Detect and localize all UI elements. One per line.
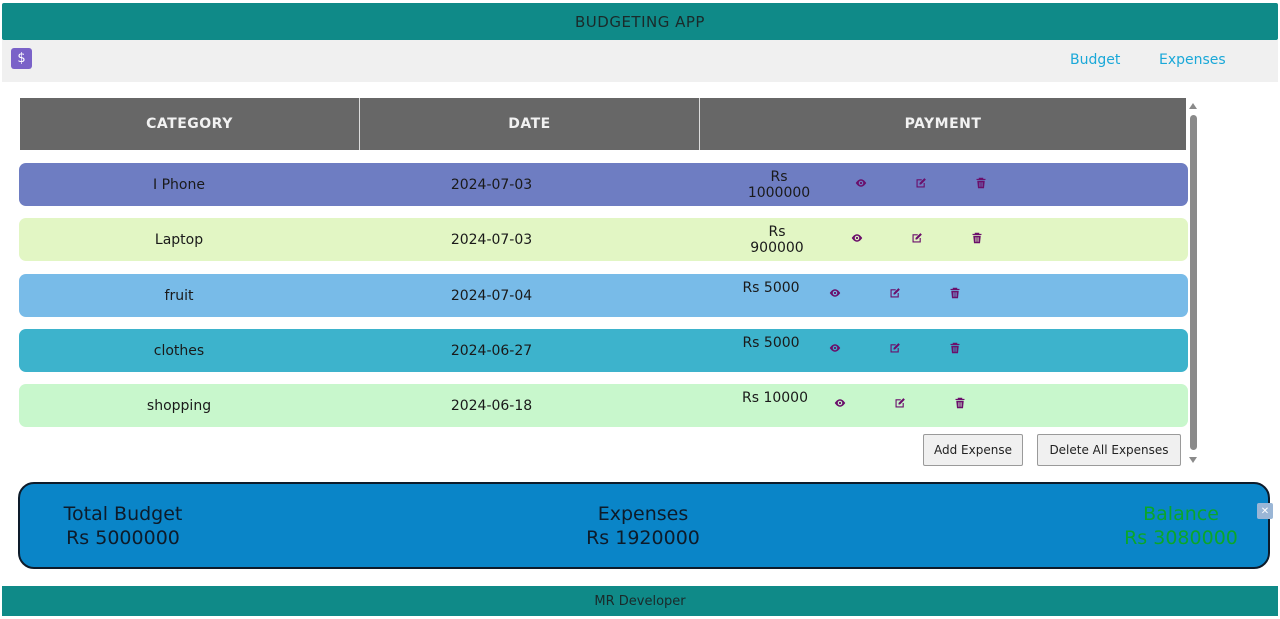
edit-icon[interactable] bbox=[888, 286, 902, 300]
expenses-total-block: Expenses Rs 1920000 bbox=[568, 502, 718, 550]
view-icon[interactable] bbox=[854, 176, 868, 190]
column-header-payment: PAYMENT bbox=[700, 98, 1186, 150]
balance-label: Balance bbox=[1143, 503, 1219, 525]
app-footer: MR Developer bbox=[2, 586, 1278, 616]
add-expense-button[interactable]: Add Expense bbox=[923, 434, 1023, 466]
column-header-category: CATEGORY bbox=[20, 98, 360, 150]
date-cell: 2024-07-03 bbox=[450, 176, 533, 193]
table-header: CATEGORY DATE PAYMENT bbox=[20, 98, 1186, 150]
view-icon[interactable] bbox=[850, 231, 864, 245]
amount-cell: Rs 900000 bbox=[750, 224, 804, 256]
total-budget-value: Rs 5000000 bbox=[66, 527, 180, 549]
scroll-up-arrow-icon[interactable] bbox=[1189, 103, 1197, 109]
edit-icon[interactable] bbox=[893, 396, 907, 410]
date-cell: 2024-07-03 bbox=[450, 231, 533, 248]
delete-icon[interactable] bbox=[970, 231, 984, 245]
category-cell: I Phone bbox=[153, 176, 205, 193]
image-placeholder-icon: ✕ bbox=[1257, 503, 1273, 519]
total-budget-block: Total Budget Rs 5000000 bbox=[38, 502, 208, 550]
table-row: Laptop 2024-07-03 Rs 900000 bbox=[19, 218, 1188, 261]
nav-link-expenses[interactable]: Expenses bbox=[1159, 52, 1226, 68]
view-icon[interactable] bbox=[828, 341, 842, 355]
summary-panel: Total Budget Rs 5000000 Expenses Rs 1920… bbox=[18, 482, 1270, 569]
delete-icon[interactable] bbox=[953, 396, 967, 410]
table-scrollbar[interactable] bbox=[1186, 97, 1202, 469]
column-header-date: DATE bbox=[360, 98, 700, 150]
amount-cell: Rs 10000 bbox=[741, 390, 808, 406]
view-icon[interactable] bbox=[828, 286, 842, 300]
category-cell: clothes bbox=[153, 342, 205, 359]
expenses-total-label: Expenses bbox=[597, 503, 689, 525]
footer-credit: MR Developer bbox=[594, 593, 686, 609]
table-row: fruit 2024-07-04 Rs 5000 bbox=[19, 274, 1188, 317]
balance-value: Rs 3080000 bbox=[1124, 527, 1238, 549]
scrollbar-thumb[interactable] bbox=[1190, 115, 1197, 450]
delete-all-expenses-button[interactable]: Delete All Expenses bbox=[1037, 434, 1181, 466]
category-cell: fruit bbox=[164, 287, 194, 304]
edit-icon[interactable] bbox=[910, 231, 924, 245]
view-icon[interactable] bbox=[833, 396, 847, 410]
amount-cell: Rs 5000 bbox=[742, 335, 800, 351]
category-cell: Laptop bbox=[154, 231, 204, 248]
delete-icon[interactable] bbox=[948, 286, 962, 300]
dollar-logo-icon[interactable]: $ bbox=[11, 48, 32, 69]
table-row: clothes 2024-06-27 Rs 5000 bbox=[19, 329, 1188, 372]
balance-block: Balance Rs 3080000 bbox=[1106, 502, 1256, 550]
table-row: shopping 2024-06-18 Rs 10000 bbox=[19, 384, 1188, 427]
app-header: BUDGETING APP bbox=[2, 3, 1278, 40]
app-title: BUDGETING APP bbox=[575, 12, 705, 31]
edit-icon[interactable] bbox=[914, 176, 928, 190]
date-cell: 2024-06-27 bbox=[450, 342, 533, 359]
category-cell: shopping bbox=[146, 397, 212, 414]
date-cell: 2024-07-04 bbox=[450, 287, 533, 304]
expenses-table: CATEGORY DATE PAYMENT I Phone 2024-07-03… bbox=[18, 97, 1190, 469]
delete-icon[interactable] bbox=[974, 176, 988, 190]
amount-cell: Rs 1000000 bbox=[747, 169, 811, 201]
edit-icon[interactable] bbox=[888, 341, 902, 355]
nav-link-budget[interactable]: Budget bbox=[1070, 52, 1121, 68]
delete-icon[interactable] bbox=[948, 341, 962, 355]
expenses-total-value: Rs 1920000 bbox=[586, 527, 700, 549]
table-row: I Phone 2024-07-03 Rs 1000000 bbox=[19, 163, 1188, 206]
scroll-down-arrow-icon[interactable] bbox=[1189, 457, 1197, 463]
total-budget-label: Total Budget bbox=[63, 503, 183, 525]
navbar: $ Budget Expenses bbox=[2, 40, 1278, 82]
amount-cell: Rs 5000 bbox=[742, 280, 800, 296]
date-cell: 2024-06-18 bbox=[450, 397, 533, 414]
